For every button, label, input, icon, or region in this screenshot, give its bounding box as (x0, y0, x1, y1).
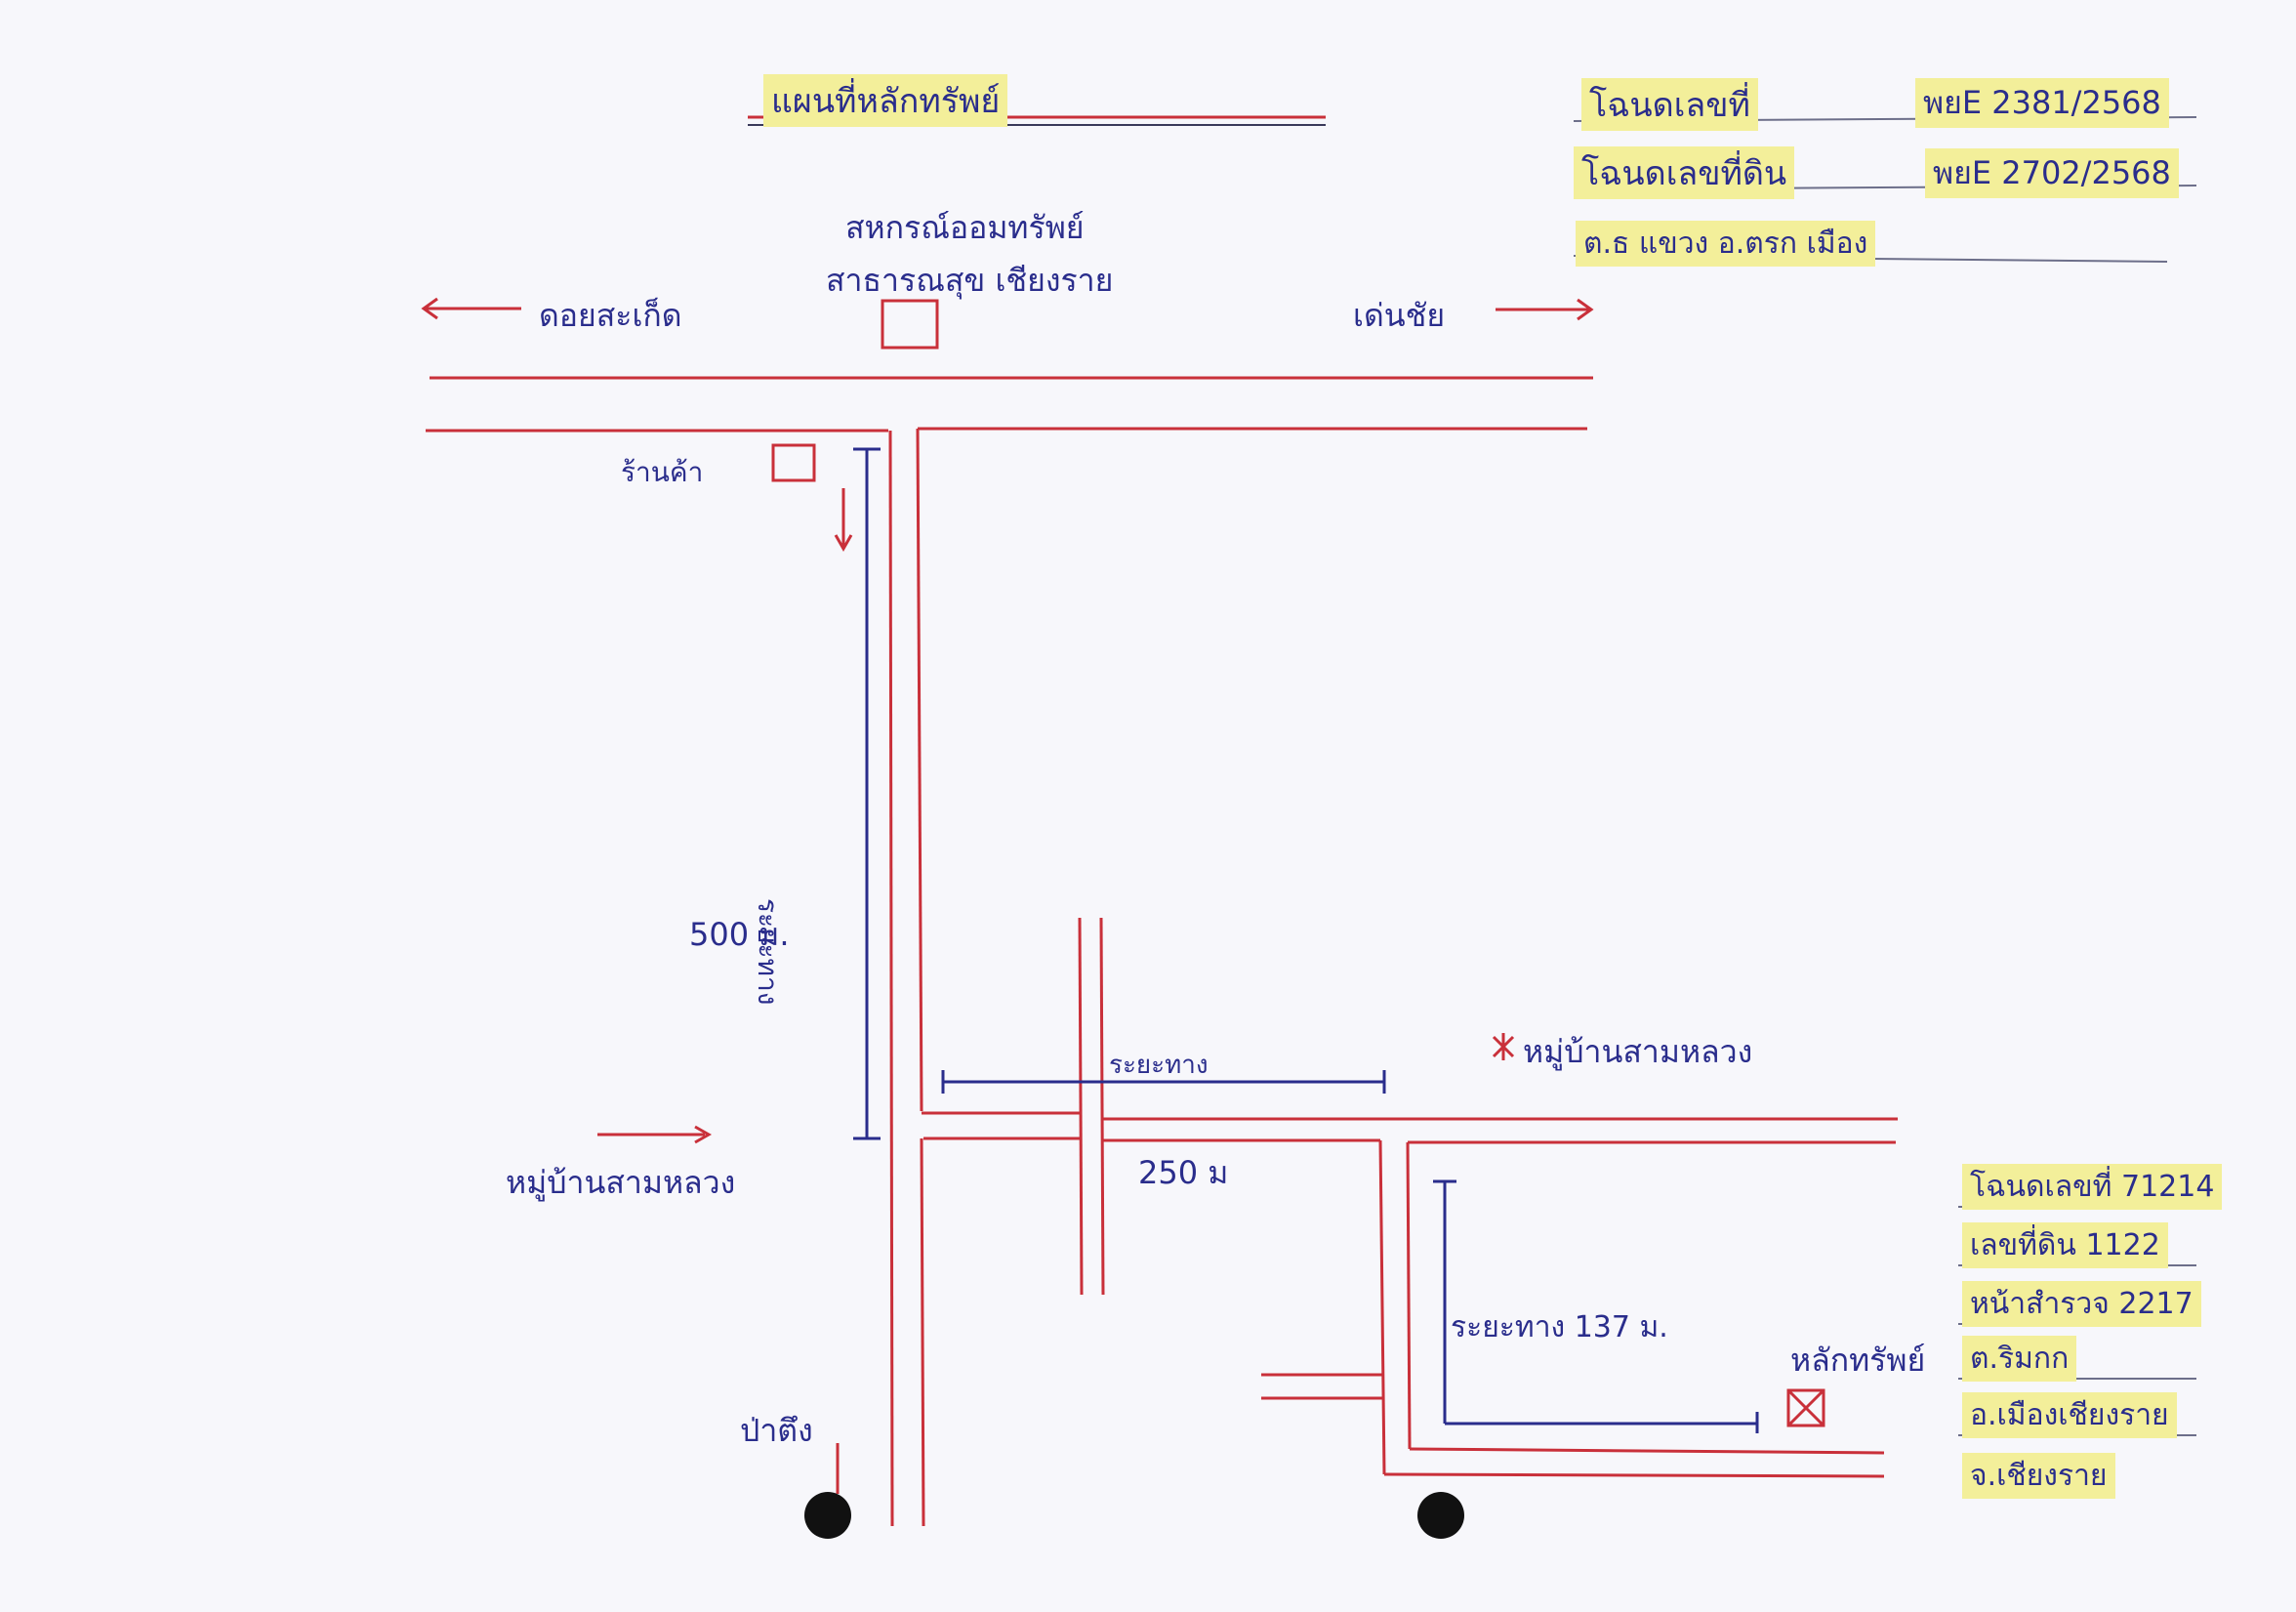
asset-marker (1786, 1388, 1825, 1427)
asset-lane-bottom-1 (1409, 1447, 1885, 1455)
direction-right-label: เด่นชัย (1353, 297, 1446, 334)
info-line-6: จ.เชียงราย (1962, 1453, 2115, 1499)
asset-label: หลักทรัพย์ (1790, 1342, 1926, 1379)
deed-label-2: โฉนดเลขที่ดิน (1574, 146, 1795, 199)
bottom-place-label: ป่าตึง (740, 1412, 813, 1449)
info-line-4: ต.ริมกก (1962, 1336, 2077, 1382)
info-line-5: อ.เมืองเชียงราย (1962, 1392, 2177, 1438)
vertical-distance-value: 500 ม. (689, 916, 790, 953)
horizontal-distance-label: ระยะทาง (1109, 1051, 1209, 1080)
village-right-label: หมู่บ้านสามหลวง (1523, 1033, 1753, 1070)
vertical-distance-measure (853, 447, 881, 1140)
deed-number-1: พยE 2381/2568 (1915, 78, 2169, 128)
info-line-1: โฉนดเลขที่ 71214 (1962, 1164, 2223, 1210)
map-title: แผนที่หลักทรัพย์ (763, 74, 1008, 127)
punch-hole-left (804, 1492, 851, 1539)
vertical-road-right-edge-low (920, 1137, 925, 1527)
lane-right-edge (1099, 917, 1105, 1296)
left-direction-arrow (421, 297, 521, 320)
short-distance-label: ระยะทาง 137 ม. (1451, 1310, 1668, 1344)
cooperative-label-line1: สหกรณ์ออมทรัพย์ (845, 209, 1085, 246)
shop-label: ร้านค้า (621, 456, 704, 488)
lane-left-edge (1078, 917, 1084, 1296)
short-distance-measure (1433, 1179, 1759, 1433)
shop-marker (771, 443, 816, 482)
info-line-2: เลขที่ดิน 1122 (1962, 1222, 2168, 1268)
asset-lane-right-edge (1406, 1141, 1412, 1450)
horizontal-distance-value: 250 ม (1138, 1154, 1229, 1191)
deed-location: ต.ธ แขวง อ.ตรก เมือง (1576, 221, 1876, 267)
deed-label-1: โฉนดเลขที่ (1581, 78, 1758, 131)
village-left-label: หมู่บ้านสามหลวง (506, 1164, 736, 1201)
vertical-road-left-edge (888, 430, 894, 1527)
cooperative-label-line2: สาธารณสุข เชียงราย (826, 262, 1114, 299)
deed-number-2: พยE 2702/2568 (1925, 148, 2179, 198)
village-asterisk-icon (1492, 1033, 1515, 1060)
cooperative-building-marker (881, 299, 939, 350)
info-line-3: หน้าสำรวจ 2217 (1962, 1281, 2201, 1327)
punch-hole-right (1417, 1492, 1464, 1539)
village-right-arrow (597, 1125, 713, 1144)
horizontal-distance-measure (941, 1070, 1386, 1094)
vertical-road-right-edge (916, 428, 923, 1112)
asset-lane-left-edge (1378, 1139, 1386, 1475)
direction-left-label: ดอยสะเก็ด (539, 297, 682, 334)
shop-down-arrow (834, 488, 853, 553)
right-direction-arrow (1496, 298, 1594, 321)
asset-lane-bottom-2 (1383, 1472, 1885, 1478)
